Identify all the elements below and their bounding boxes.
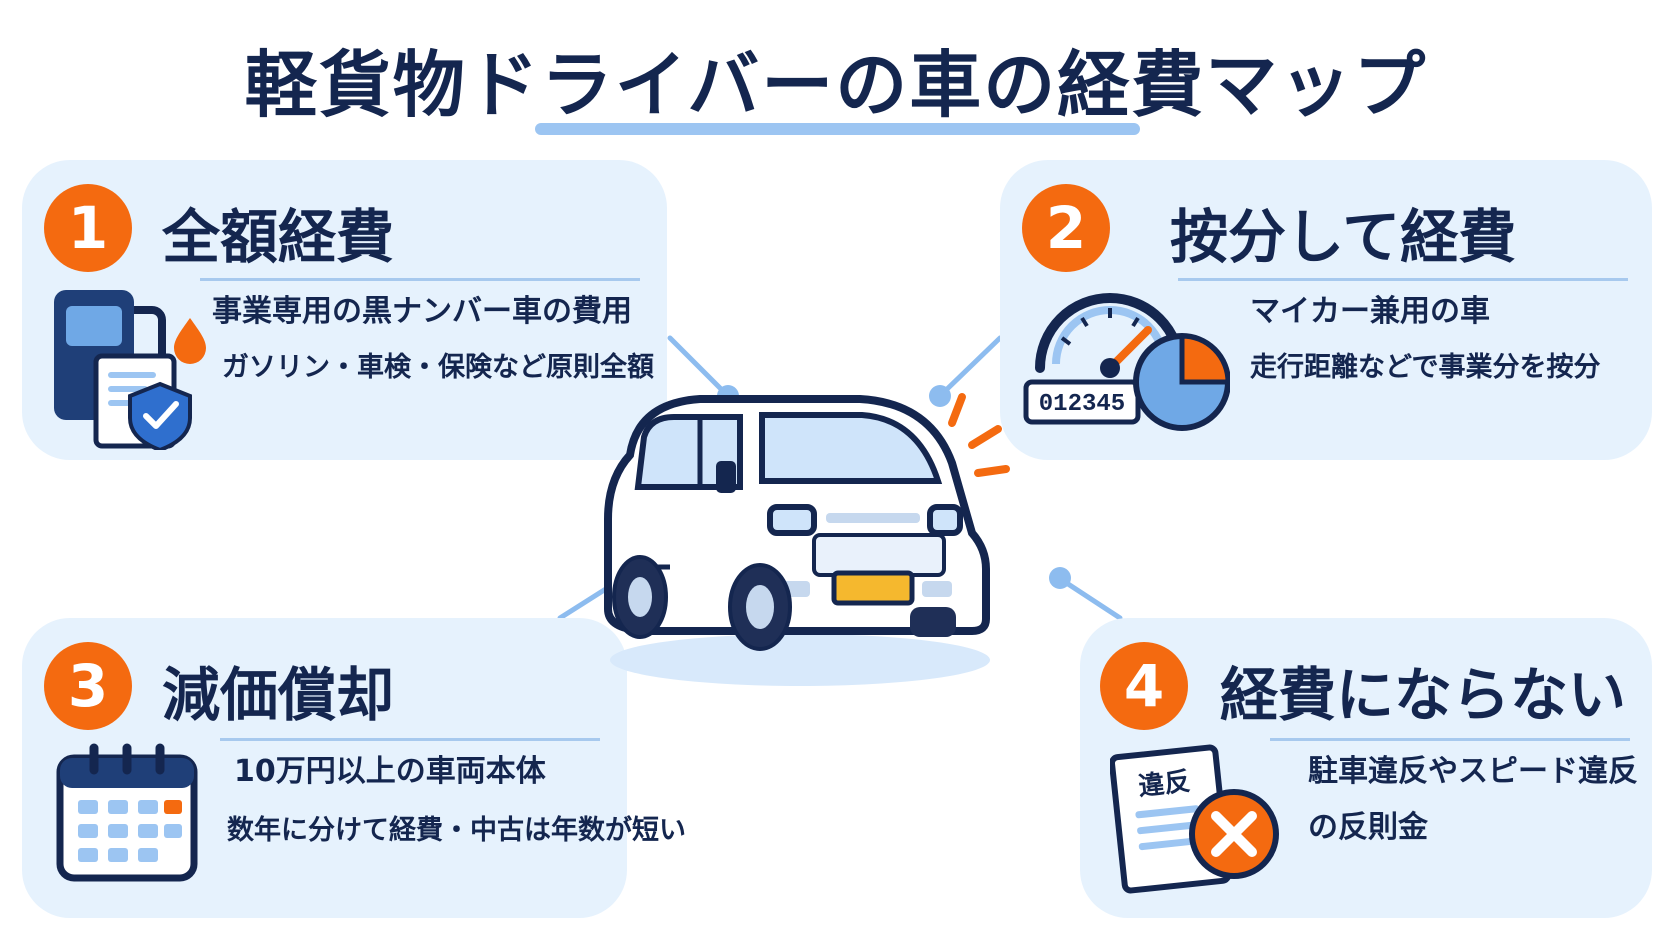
speedometer-pie-chart-icon: 012345 (1020, 278, 1230, 438)
card-4-divider (1270, 738, 1630, 741)
card-3-title: 減価償却 (162, 661, 395, 729)
badge-1: 1 (44, 184, 132, 272)
badge-2: 2 (1022, 184, 1110, 272)
card-non-expense: 4 経費にならない 違反 駐車違反やスピード違反 の反則金 (1080, 618, 1652, 918)
card-2-divider (1178, 278, 1628, 281)
card-1-title: 全額経費 (162, 203, 395, 271)
card-full-expense: 1 全額経費 事業専用の黒ナンバー車の費用 ガソリン・車検・保険など原則全額 (22, 160, 667, 460)
card-prorated-expense: 2 按分して経費 012345 マイカー兼用の車 走行距離などで事業分を按分 (1000, 160, 1652, 460)
card-depreciation: 3 減価償却 10万円以上の車両本体 数年に分けて経費・中古は年数が短い (22, 618, 686, 918)
odometer-readout: 012345 (1039, 391, 1125, 418)
ticket-label: 違反 (1137, 767, 1192, 802)
card-1-line2: ガソリン・車検・保険など原則全額 (222, 352, 654, 383)
violation-ticket-x-icon: 違反 (1110, 738, 1290, 898)
page-title: 軽貨物ドライバーの車の経費マップ (244, 43, 1428, 127)
card-1-divider (200, 278, 640, 281)
calendar-icon (52, 738, 202, 888)
card-4-line2: の反則金 (1308, 810, 1428, 845)
badge-3: 3 (44, 642, 132, 730)
card-3-divider (220, 738, 600, 741)
card-2-title: 按分して経費 (1170, 203, 1517, 271)
card-1-line1: 事業専用の黒ナンバー車の費用 (212, 294, 632, 329)
card-3-line2: 数年に分けて経費・中古は年数が短い (227, 815, 686, 846)
white-van-icon (600, 385, 1070, 695)
card-4-title: 経費にならない (1220, 661, 1627, 729)
card-2-line2: 走行距離などで事業分を按分 (1250, 352, 1601, 383)
fuel-pump-document-shield-icon (42, 280, 222, 450)
badge-4: 4 (1100, 642, 1188, 730)
card-2-line1: マイカー兼用の車 (1250, 294, 1490, 329)
card-3-line1: 10万円以上の車両本体 (234, 754, 546, 789)
card-4-line1: 駐車違反やスピード違反 (1308, 754, 1638, 789)
title-underline (535, 123, 1140, 135)
